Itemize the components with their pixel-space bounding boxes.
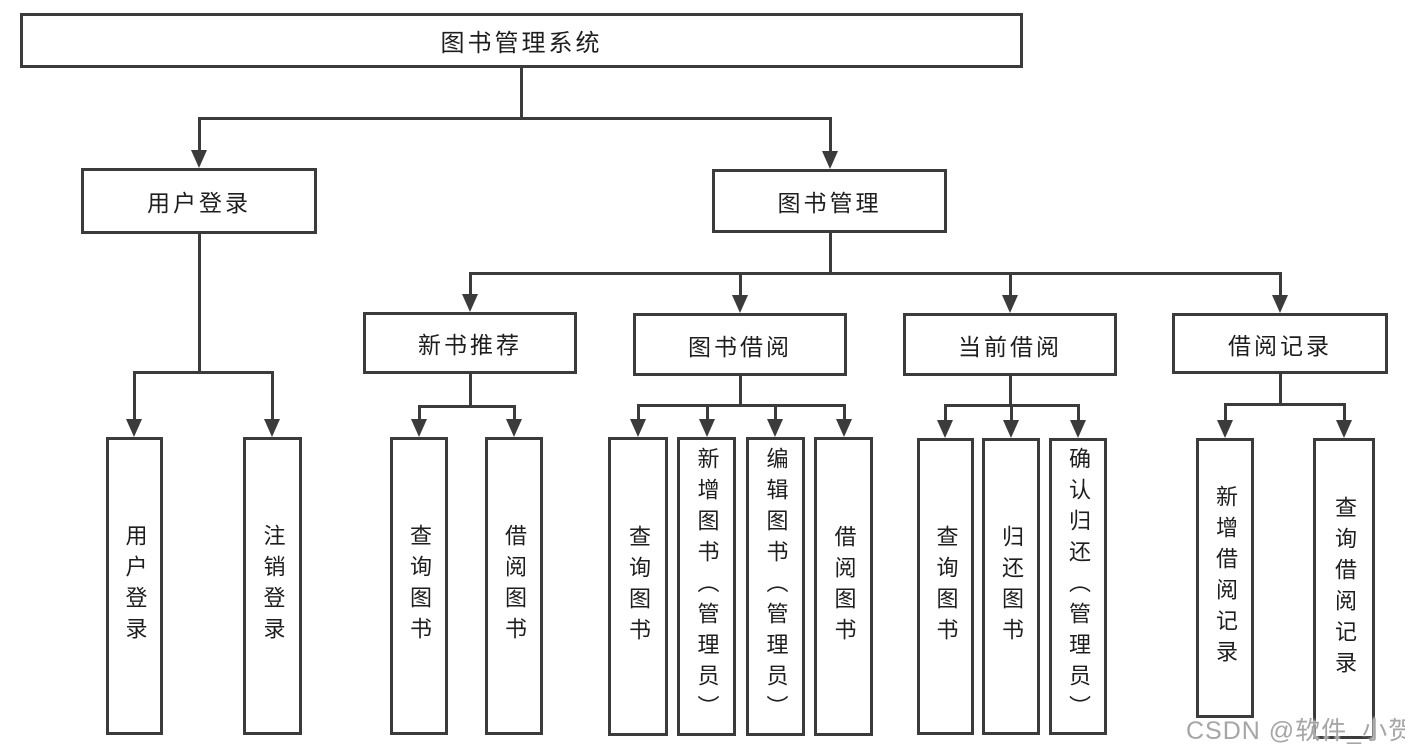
connector-drop <box>1009 405 1013 422</box>
arrow-down-icon <box>1336 420 1352 438</box>
leaf-borrow-books-under-recommend: 借阅图书 <box>485 437 543 735</box>
arrow-down-icon <box>506 419 522 437</box>
leaf-user-login: 用户登录 <box>106 437 163 735</box>
leaf-logout-login: 注销登录 <box>243 437 302 735</box>
connector-drop <box>705 405 709 421</box>
connector-rail <box>1223 402 1346 406</box>
arrow-down-icon <box>191 150 207 168</box>
node-borrowing-records: 借阅记录 <box>1172 313 1388 374</box>
node-book-borrowing-label: 图书借阅 <box>688 333 792 360</box>
connector-stem <box>197 234 201 374</box>
connector-drop <box>773 405 777 421</box>
node-current-borrowing: 当前借阅 <box>903 313 1117 376</box>
leaf-confirm-return-admin-label: 确认归还（管理员） <box>1066 447 1091 726</box>
connector-stem <box>468 374 472 408</box>
node-user-login: 用户登录 <box>81 168 317 234</box>
connector-drop <box>197 118 201 152</box>
node-new-book-recommend-label: 新书推荐 <box>418 332 522 358</box>
leaf-borrow-books-under-borrowing: 借阅图书 <box>814 437 873 736</box>
connector-rail <box>468 271 1282 275</box>
arrow-down-icon <box>767 419 783 437</box>
connector-stem <box>828 233 832 275</box>
connector-stem <box>1278 374 1282 406</box>
connector-drop <box>738 273 742 297</box>
connector-stem <box>1008 374 1012 407</box>
leaf-query-borrow-record-label: 查询借阅记录 <box>1332 495 1357 682</box>
arrow-down-icon <box>732 295 748 313</box>
connector-drop <box>512 406 516 421</box>
arrow-down-icon <box>264 419 280 437</box>
leaf-query-borrow-record: 查询借阅记录 <box>1313 438 1375 739</box>
leaf-edit-books-admin-label: 编辑图书（管理员） <box>763 447 789 726</box>
arrow-down-icon <box>411 419 427 437</box>
node-library-system-label: 图书管理系统 <box>440 30 603 57</box>
arrow-down-icon <box>1217 420 1233 438</box>
leaf-return-books-label: 归还图书 <box>999 524 1024 649</box>
arrow-down-icon <box>1003 420 1019 438</box>
leaf-query-books-under-recommend: 查询图书 <box>390 437 448 735</box>
connector-stem <box>519 68 523 120</box>
arrow-down-icon <box>822 151 838 169</box>
node-current-borrowing-label: 当前借阅 <box>958 333 1062 360</box>
arrow-down-icon <box>937 420 953 438</box>
arrow-down-icon <box>1272 295 1288 313</box>
node-book-management: 图书管理 <box>712 169 947 233</box>
node-book-borrowing: 图书借阅 <box>633 313 847 376</box>
csdn-watermark: CSDN @软件_小贺同学 <box>1186 717 1405 745</box>
connector-drop <box>943 405 947 422</box>
node-borrowing-records-label: 借阅记录 <box>1228 332 1332 359</box>
connector-drop <box>828 118 832 153</box>
leaf-return-books: 归还图书 <box>982 438 1040 735</box>
connector-drop <box>417 406 421 421</box>
leaf-borrow-books-label: 借阅图书 <box>831 524 857 649</box>
leaf-query-books-label: 查询图书 <box>626 524 651 649</box>
connector-rail <box>132 370 274 374</box>
arrow-down-icon <box>462 294 478 312</box>
connector-drop <box>1008 273 1012 297</box>
leaf-query-books-label: 查询图书 <box>933 524 959 649</box>
leaf-query-books-under-current: 查询图书 <box>917 438 974 735</box>
connector-drop <box>636 405 640 421</box>
leaf-logout-login-label: 注销登录 <box>260 524 286 648</box>
node-user-login-label: 用户登录 <box>147 190 251 216</box>
connector-drop <box>1342 404 1346 422</box>
connector-rail <box>417 404 516 408</box>
connector-rail <box>636 403 846 407</box>
connector-drop <box>468 273 472 296</box>
node-book-management-label: 图书管理 <box>777 190 882 216</box>
arrow-down-icon <box>630 419 646 437</box>
leaf-add-borrow-record: 新增借阅记录 <box>1196 438 1254 718</box>
connector-drop <box>1076 405 1080 422</box>
leaf-query-books-label: 查询图书 <box>407 524 432 648</box>
leaf-edit-books-admin: 编辑图书（管理员） <box>746 437 805 736</box>
leaf-add-borrow-record-label: 新增借阅记录 <box>1213 485 1238 671</box>
arrow-down-icon <box>836 419 852 437</box>
node-library-system: 图书管理系统 <box>20 13 1023 68</box>
leaf-add-books-admin-label: 新增图书（管理员） <box>694 447 720 726</box>
leaf-user-login-label: 用户登录 <box>122 524 148 648</box>
connector-stem <box>738 374 742 407</box>
arrow-down-icon <box>126 419 142 437</box>
arrow-down-icon <box>699 419 715 437</box>
connector-drop <box>132 372 136 421</box>
arrow-down-icon <box>1002 295 1018 313</box>
leaf-query-books-under-borrowing: 查询图书 <box>608 437 668 736</box>
leaf-borrow-books-label: 借阅图书 <box>502 524 527 648</box>
connector-drop <box>270 372 274 421</box>
leaf-confirm-return-admin: 确认归还（管理员） <box>1049 438 1107 735</box>
connector-drop <box>1223 404 1227 422</box>
connector-drop <box>842 405 846 421</box>
connector-drop <box>1278 273 1282 297</box>
leaf-add-books-admin: 新增图书（管理员） <box>677 437 736 736</box>
node-new-book-recommend: 新书推荐 <box>363 312 577 374</box>
connector-rail <box>197 116 832 120</box>
arrow-down-icon <box>1070 420 1086 438</box>
